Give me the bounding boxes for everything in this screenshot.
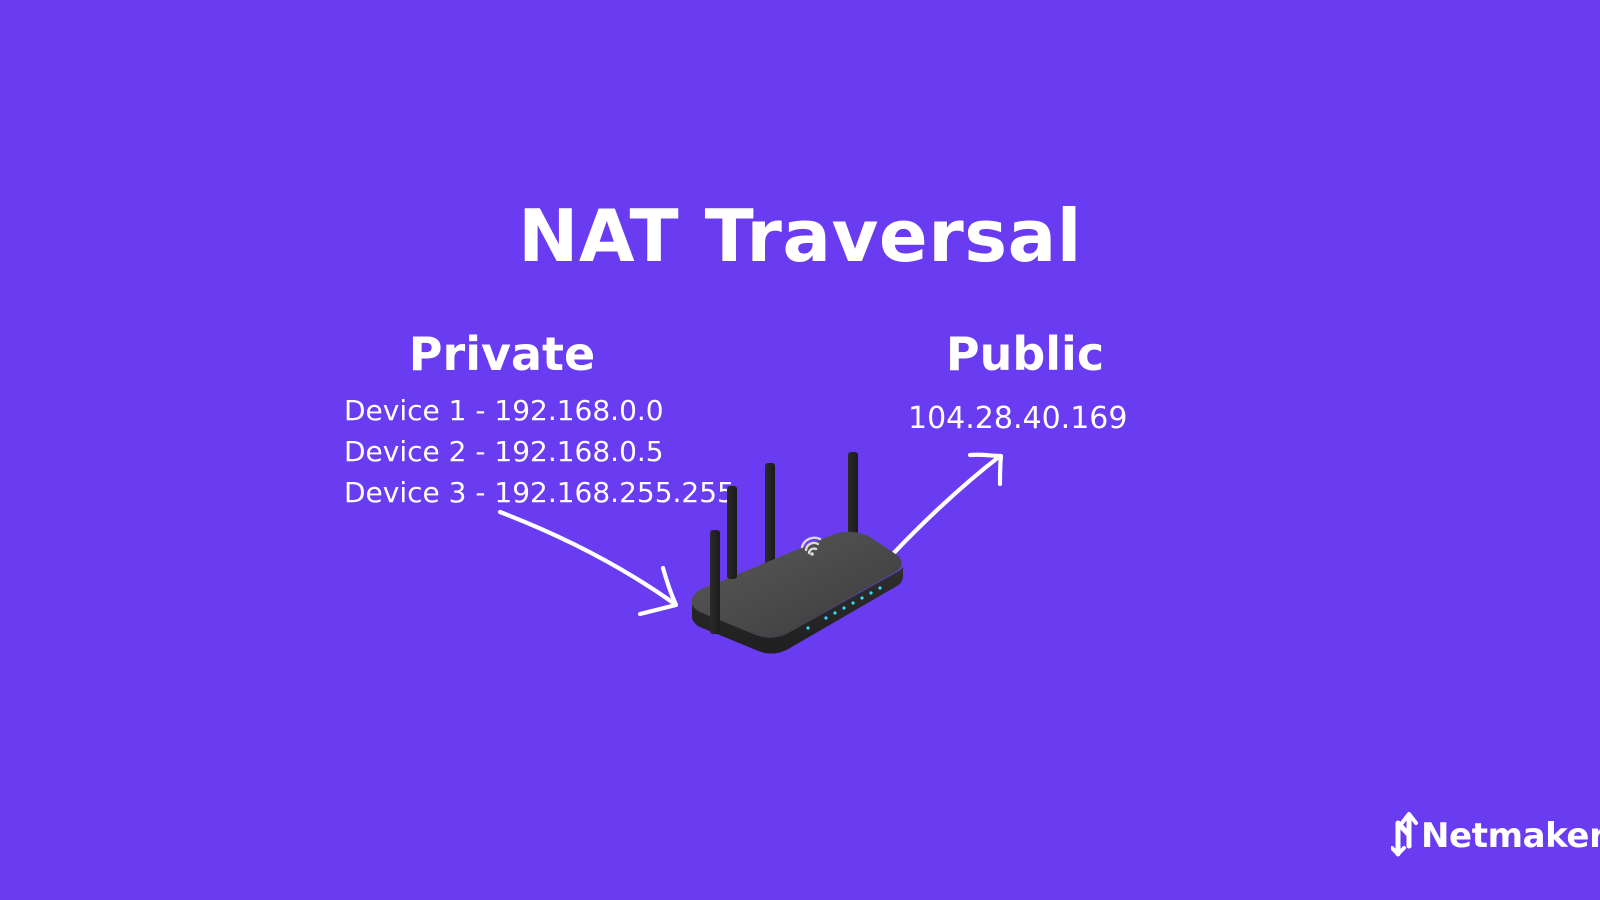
diagram-title: NAT Traversal bbox=[518, 194, 1082, 278]
arrow-up-right-icon bbox=[886, 452, 1004, 561]
private-device-item: Device 3 - 192.168.255.255 bbox=[344, 476, 735, 509]
netmaker-logo-icon bbox=[1391, 812, 1418, 857]
private-device-list: Device 1 - 192.168.0.0 Device 2 - 192.16… bbox=[344, 390, 735, 513]
netmaker-logo: Netmaker bbox=[1391, 808, 1600, 864]
arrow-right-down-icon bbox=[497, 509, 679, 617]
router-icon bbox=[691, 452, 903, 654]
brand-name: Netmaker bbox=[1421, 816, 1600, 856]
private-device-item: Device 1 - 192.168.0.0 bbox=[344, 394, 664, 427]
public-heading: Public bbox=[945, 327, 1105, 381]
public-ip: 104.28.40.169 bbox=[908, 401, 1128, 436]
private-device-item: Device 2 - 192.168.0.5 bbox=[344, 435, 664, 468]
private-heading: Private bbox=[408, 327, 596, 381]
